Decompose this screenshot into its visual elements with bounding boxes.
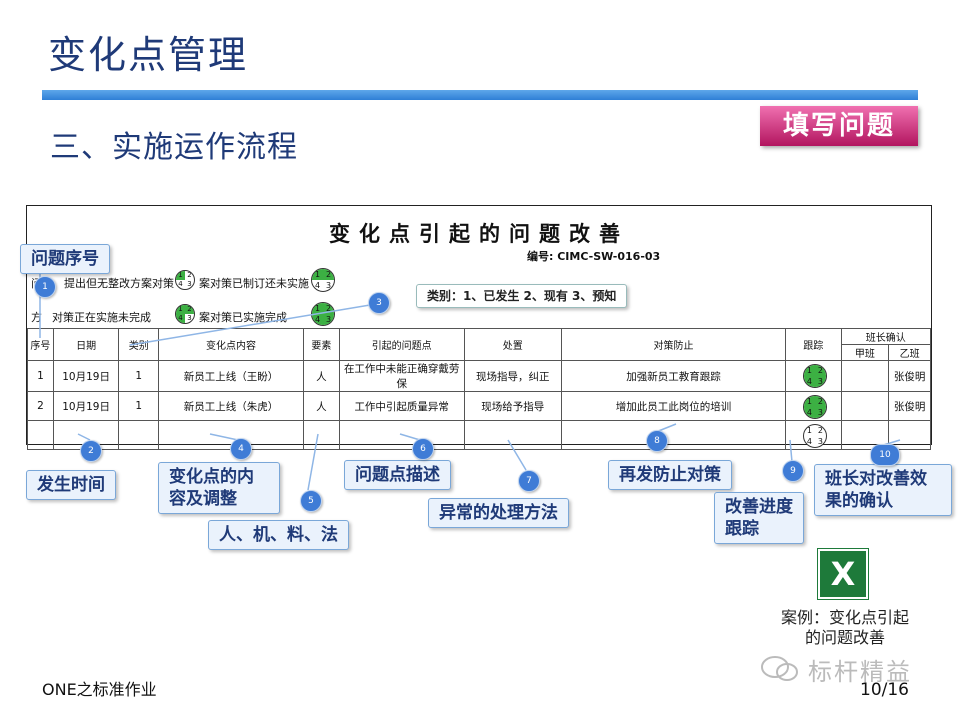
tracking-cell: 1 2 4 3 [784, 420, 842, 450]
problem-improvement-form: 变化点引起的问题改善 编号: CIMC-SW-016-03 问提出但无整改方案对… [26, 205, 932, 450]
header-change: 变化点内容 [158, 328, 304, 361]
table-row: 1 10月19日 1 新员工上线（王盼） 人 在工作中未能正确穿戴劳保 现场指导… [27, 360, 931, 392]
header-category: 类别 [118, 328, 160, 361]
step-marker-1: 1 [34, 276, 56, 298]
header-handling: 处置 [463, 328, 562, 361]
header-prevention: 对策防止 [560, 328, 786, 361]
legend-text: 案对策已制订还未实施 [199, 277, 309, 290]
legend-text: 方 [31, 311, 42, 324]
callout-confirm: 班长对改善效果的确认 [814, 464, 952, 516]
step-marker-3: 3 [368, 292, 390, 314]
slide-subtitle: 三、实施运作流程 [50, 130, 298, 165]
page-number: 10/16 [860, 680, 909, 700]
excel-caption: 案例：变化点引起 的问题改善 [780, 608, 909, 647]
header-tracking: 跟踪 [784, 328, 842, 361]
progress-wheel-icon: 1 2 4 3 [802, 395, 827, 419]
footer-brand: ONE之标准作业 [42, 680, 157, 699]
callout-element: 人、机、料、法 [208, 520, 349, 550]
step-marker-9: 9 [782, 460, 804, 482]
callout-date: 发生时间 [26, 470, 116, 500]
progress-wheel-icon: 1 2 4 3 [175, 270, 195, 290]
tracking-cell: 1 2 4 3 [784, 360, 842, 392]
step-marker-7: 7 [518, 470, 540, 492]
step-marker-4: 4 [230, 438, 252, 460]
progress-wheel-icon: 1 2 4 3 [311, 268, 335, 292]
slide-title: 变化点管理 [48, 33, 249, 77]
callout-prevention: 再发防止对策 [608, 460, 732, 490]
problem-table: 序号 日期 类别 变化点内容 要素 引起的问题点 处置 对策防止 跟踪 班长确认… [27, 328, 932, 450]
legend-row-2b: 案对策已实施完成 [195, 309, 287, 325]
step-marker-8: 8 [646, 430, 668, 452]
progress-wheel-icon: 1 2 4 3 [311, 302, 335, 326]
legend-row-2: 方对策正在实施未完成 [31, 309, 151, 325]
form-code: 编号: CIMC-SW-016-03 [527, 250, 661, 263]
table-row: 2 10月19日 1 新员工上线（朱虎） 人 工作中引起质量异常 现场给予指导 … [27, 391, 931, 421]
legend-text: 案对策已实施完成 [199, 311, 287, 324]
step-marker-2: 2 [80, 440, 102, 462]
step-marker-5: 5 [300, 490, 322, 512]
callout-change: 变化点的内容及调整 [158, 462, 280, 514]
fill-problem-button[interactable]: 填写问题 [760, 106, 918, 146]
form-title: 变化点引起的问题改善 [329, 221, 629, 246]
title-divider [42, 90, 918, 100]
callout-tracking: 改善进度跟踪 [714, 492, 804, 544]
step-marker-6: 6 [412, 438, 434, 460]
header-date: 日期 [52, 328, 120, 361]
legend-text: 对策正在实施未完成 [52, 311, 151, 324]
progress-wheel-icon: 1 2 4 3 [175, 304, 195, 324]
progress-wheel-icon: 1 2 4 3 [802, 424, 827, 448]
callout-category: 类别：1、已发生 2、现有 3、预知 [416, 284, 628, 308]
legend-text: 提出但无整改方案对策 [64, 277, 174, 290]
callout-seq: 问题序号 [20, 244, 110, 274]
progress-wheel-icon: 1 2 4 3 [802, 364, 827, 388]
callout-handling: 异常的处理方法 [428, 498, 569, 528]
header-problem: 引起的问题点 [338, 328, 465, 361]
wechat-icon [760, 654, 800, 684]
table-header: 序号 日期 类别 变化点内容 要素 引起的问题点 处置 对策防止 跟踪 班长确认 [27, 328, 932, 361]
step-marker-10: 10 [870, 444, 900, 466]
callout-problem: 问题点描述 [344, 460, 451, 490]
watermark: 标杆精益 [808, 658, 912, 686]
excel-file-icon[interactable]: X [818, 549, 868, 599]
legend-row-1b: 案对策已制订还未实施 [195, 275, 309, 291]
